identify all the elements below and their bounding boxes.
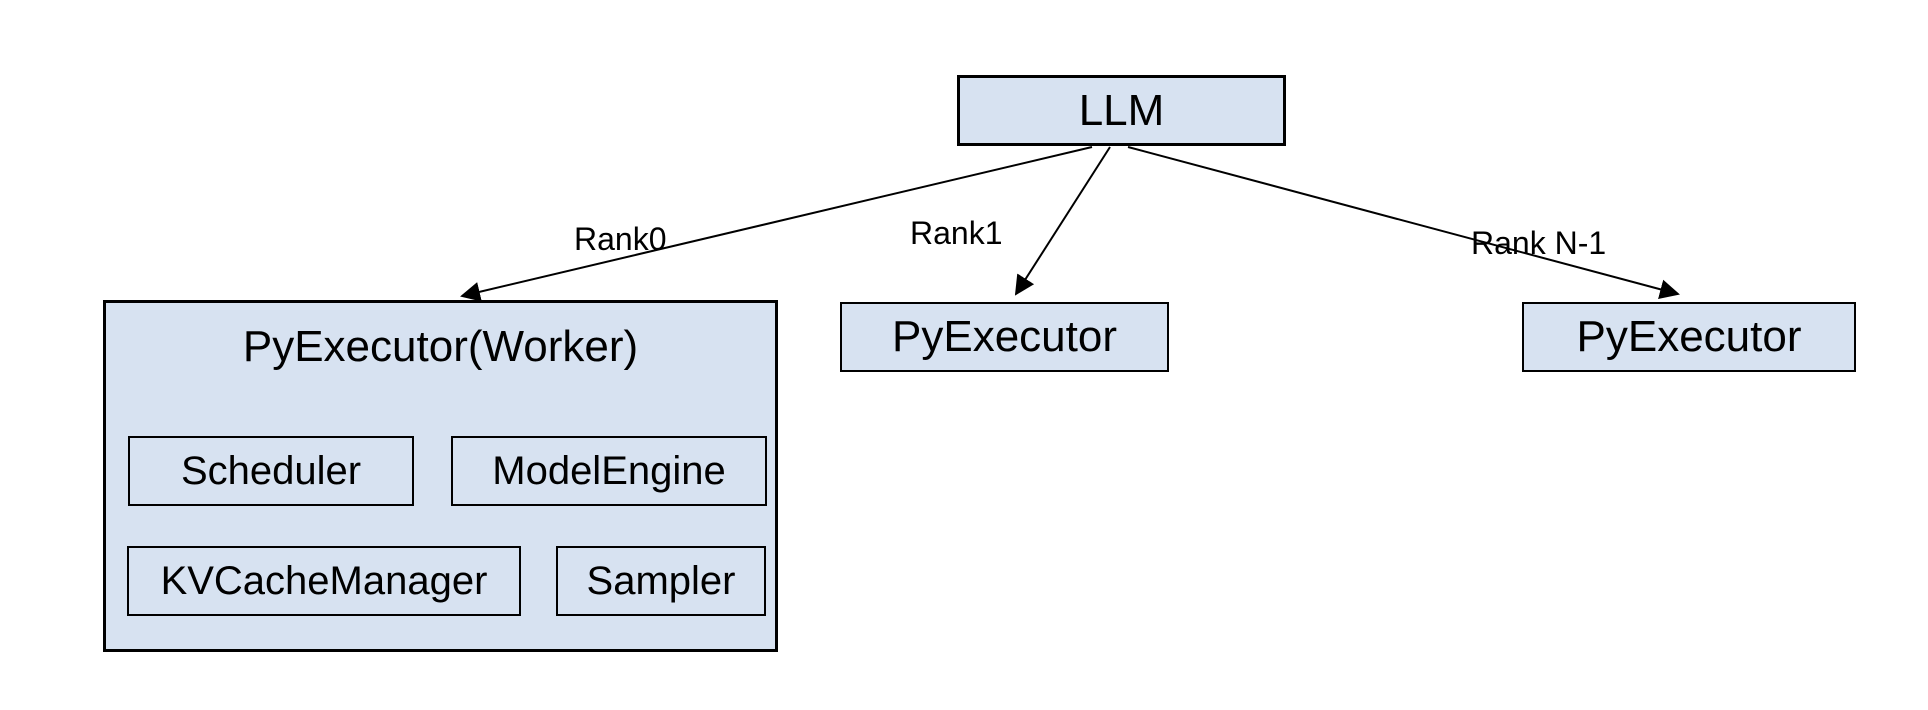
edge-rank1-arrow	[1014, 146, 1111, 296]
node-pyexecutor-worker-label: PyExecutor(Worker)	[242, 322, 639, 371]
node-sampler: Sampler	[556, 546, 766, 616]
node-pyexecutor-rank-n-1: PyExecutor	[1522, 302, 1856, 372]
node-llm: LLM	[957, 75, 1286, 146]
node-llm-label: LLM	[1078, 85, 1165, 135]
node-scheduler: Scheduler	[128, 436, 414, 506]
node-pyexecutor-worker: PyExecutor(Worker) Scheduler ModelEngine…	[103, 300, 778, 652]
node-modelengine: ModelEngine	[451, 436, 767, 506]
edge-rank-n-1-arrow	[1127, 146, 1680, 300]
node-kvcachemanager: KVCacheManager	[127, 546, 521, 616]
edge-label-rank-n-1: Rank N-1	[1471, 225, 1607, 261]
node-pyexecutor-rank-n-1-label: PyExecutor	[1576, 312, 1802, 361]
edge-label-rank0: Rank0	[574, 221, 667, 257]
node-sampler-label: Sampler	[586, 559, 736, 603]
node-scheduler-label: Scheduler	[180, 449, 362, 493]
node-modelengine-label: ModelEngine	[492, 449, 726, 493]
node-kvcachemanager-label: KVCacheManager	[160, 559, 488, 603]
node-pyexecutor-rank1: PyExecutor	[840, 302, 1169, 372]
edge-label-rank1: Rank1	[910, 215, 1003, 251]
node-pyexecutor-rank1-label: PyExecutor	[892, 312, 1117, 361]
